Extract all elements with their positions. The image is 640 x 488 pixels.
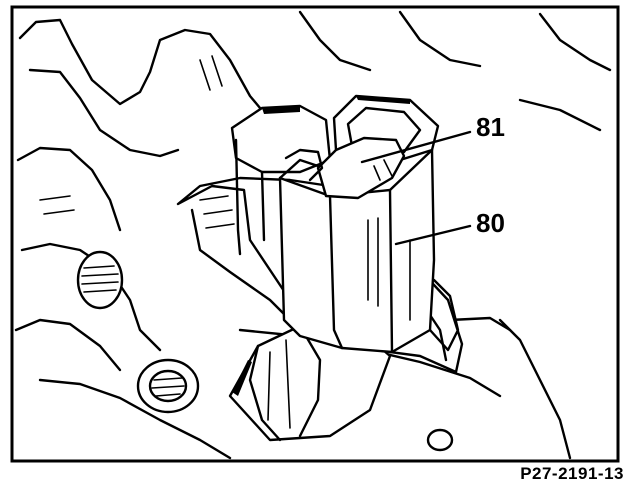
threaded-bore-upper: [76, 250, 124, 310]
leader-line-80: [394, 224, 472, 246]
camshaft-lobe: [228, 324, 392, 442]
connector-housing-80: [230, 104, 460, 354]
threaded-bore-lower: [136, 358, 200, 414]
callout-label-80: 80: [476, 208, 505, 238]
engine-housing: [14, 10, 612, 460]
hatching: [232, 96, 410, 396]
callout-label-81: 81: [476, 112, 505, 142]
figure-code: P27-2191-13: [520, 464, 624, 483]
illustration-frame: [10, 5, 620, 463]
leader-line-81: [360, 130, 472, 164]
small-hole: [426, 428, 454, 452]
